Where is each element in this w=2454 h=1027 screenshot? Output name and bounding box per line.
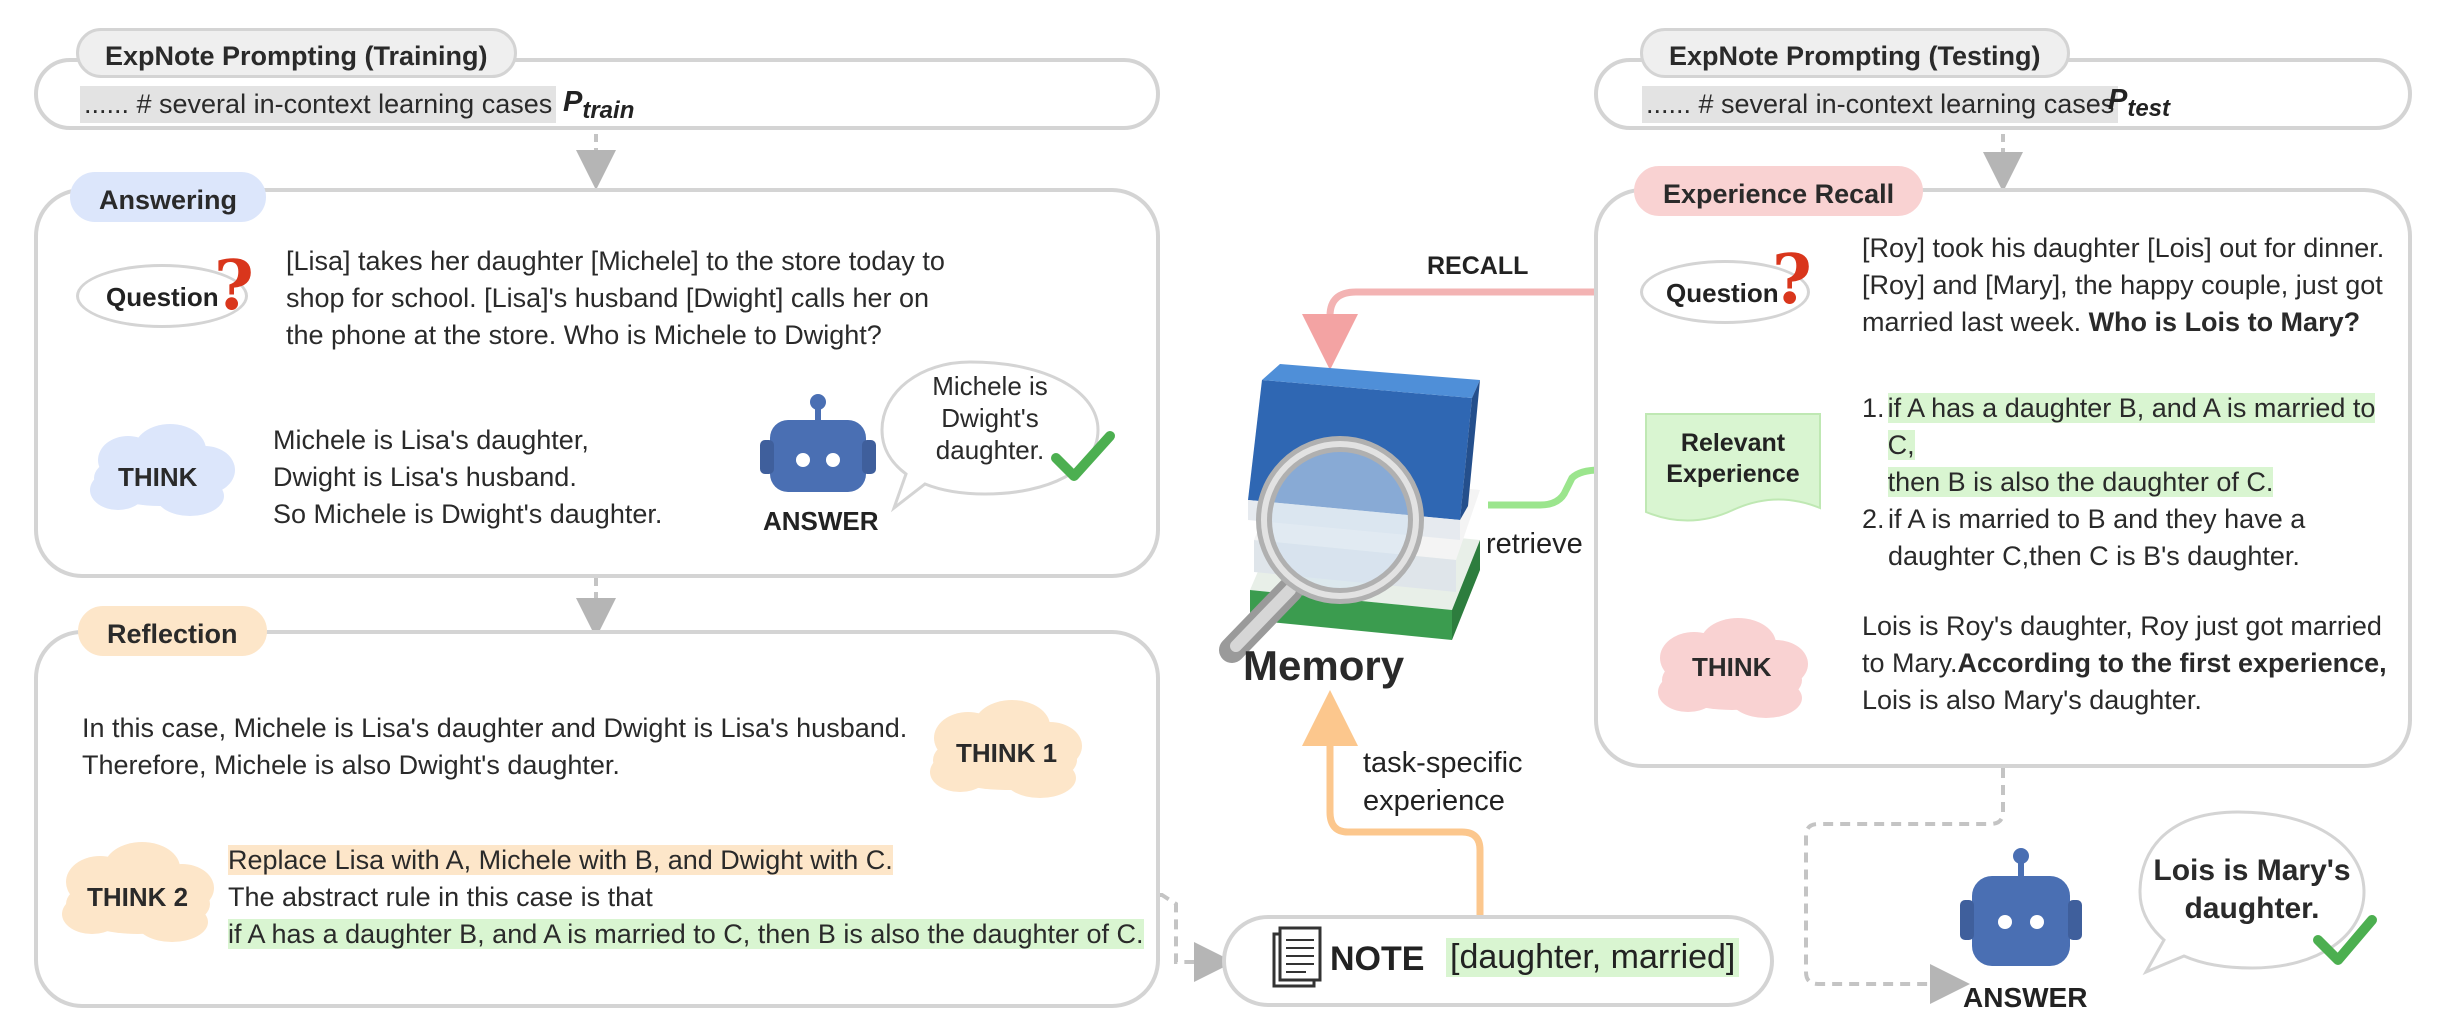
training-context: ...... # several in-context learning cas…	[80, 86, 557, 123]
think1-label: THINK 1	[956, 738, 1058, 768]
answer-bubble-text: Michele is Dwight's daughter.	[932, 371, 1048, 465]
recall-question-text: [Roy] took his daughter [Lois] out for d…	[1862, 233, 2385, 337]
note-label: NOTE	[1330, 940, 1425, 978]
think2-label: THINK 2	[87, 882, 189, 912]
final-answer-label: ANSWER	[1963, 982, 2088, 1013]
testing-context: ...... # several in-context learning cas…	[1642, 86, 2119, 123]
exp1-number: 1.	[1862, 393, 1885, 423]
retrieve-label: retrieve	[1486, 528, 1583, 560]
recall-question-ellipse	[1640, 260, 1810, 324]
reflection-think2-text: Replace Lisa with A, Michele with B, and…	[228, 842, 1144, 953]
question-ellipse	[76, 264, 248, 328]
question-mark-icon: ?	[214, 246, 254, 326]
answering-title: Answering	[70, 172, 267, 222]
reflection-think1-text: In this case, Michele is Lisa's daughter…	[82, 713, 908, 780]
think2-line1: Replace Lisa with A, Michele with B, and…	[228, 845, 893, 875]
arrow-recall-to-answer	[1804, 768, 2005, 1004]
recall-think-label: THINK	[1692, 652, 1772, 682]
testing-title: ExpNote Prompting (Testing)	[1640, 28, 2070, 78]
relevant-experience-list: 1. if A has a daughter B, and A is marri…	[1862, 390, 2402, 575]
memory-label: Memory	[1243, 642, 1405, 689]
answer-label: ANSWER	[763, 506, 879, 536]
experience-recall-title: Experience Recall	[1634, 166, 1924, 216]
recall-question-label: Question	[1666, 278, 1779, 308]
exp2-number: 2.	[1862, 504, 1885, 534]
answering-question-text: [Lisa] takes her daughter [Michele] to t…	[286, 246, 945, 350]
think-label: THINK	[118, 462, 198, 492]
relevant-experience-label: Relevant Experience	[1666, 429, 1800, 488]
p-train-symbol: Ptrain	[563, 86, 635, 124]
recall-think-text: Lois is Roy's daughter, Roy just got mar…	[1862, 611, 2387, 715]
question-label: Question	[106, 282, 219, 312]
p-test-symbol: Ptest	[2108, 84, 2171, 122]
recall-question-mark-icon: ?	[1772, 240, 1812, 320]
reflection-title: Reflection	[78, 606, 267, 656]
training-title: ExpNote Prompting (Training)	[76, 28, 517, 78]
think2-line2: The abstract rule in this case is that	[228, 882, 653, 912]
note-keywords: [daughter, married]	[1446, 938, 1740, 977]
arrow-note-to-memory	[1302, 690, 1484, 915]
think2-line3: if A has a daughter B, and A is married …	[228, 919, 1144, 949]
answering-think-text: Michele is Lisa's daughter, Dwight is Li…	[273, 425, 663, 529]
final-bubble-text: Lois is Mary's daughter.	[2153, 854, 2351, 925]
recall-label: RECALL	[1427, 252, 1529, 280]
task-specific-label: task-specific experience	[1363, 747, 1523, 817]
arrow-retrieve	[1488, 442, 1654, 509]
arrow-recall	[1302, 288, 1640, 370]
